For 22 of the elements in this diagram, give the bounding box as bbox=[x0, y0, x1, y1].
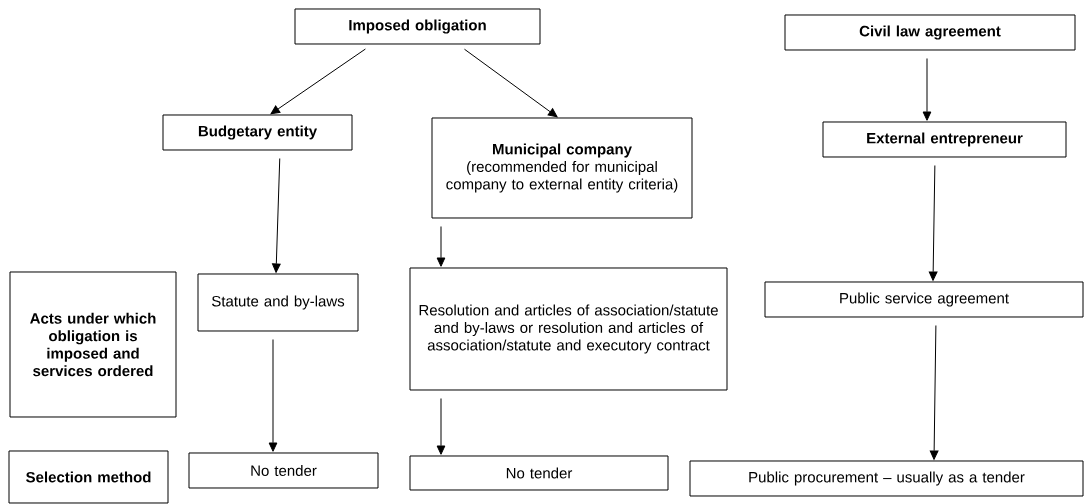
arrow bbox=[463, 48, 558, 118]
arrow bbox=[436, 398, 446, 455]
process-box: No tender bbox=[409, 455, 669, 491]
arrow bbox=[928, 165, 938, 281]
process-box: Imposed obligation bbox=[294, 8, 541, 45]
label-box: Acts under which obligation is imposed and services ordered bbox=[9, 271, 177, 418]
arrow bbox=[436, 226, 446, 267]
process-box: External entrepreneur bbox=[822, 121, 1067, 158]
process-box: Civil law agreement bbox=[784, 14, 1076, 51]
process-box: Statute and by-laws bbox=[197, 273, 359, 332]
process-box: Resolution and articles of association/statute and by-laws or resolution and articles of association/statute and executory contract bbox=[409, 267, 728, 391]
process-box: Public procurement – usually as a tender bbox=[689, 460, 1084, 497]
process-box: No tender bbox=[188, 452, 379, 489]
label-box: Selection method bbox=[8, 450, 169, 504]
process-box: Municipal company (recommended for municipal company to external entity criteria) bbox=[431, 117, 693, 219]
arrow bbox=[270, 48, 366, 115]
arrow bbox=[271, 158, 281, 273]
process-box: Budgetary entity bbox=[162, 114, 353, 151]
process-box: Public service agreement bbox=[764, 281, 1084, 318]
arrow bbox=[268, 339, 278, 452]
arrow bbox=[922, 58, 932, 121]
arrow bbox=[929, 325, 939, 460]
